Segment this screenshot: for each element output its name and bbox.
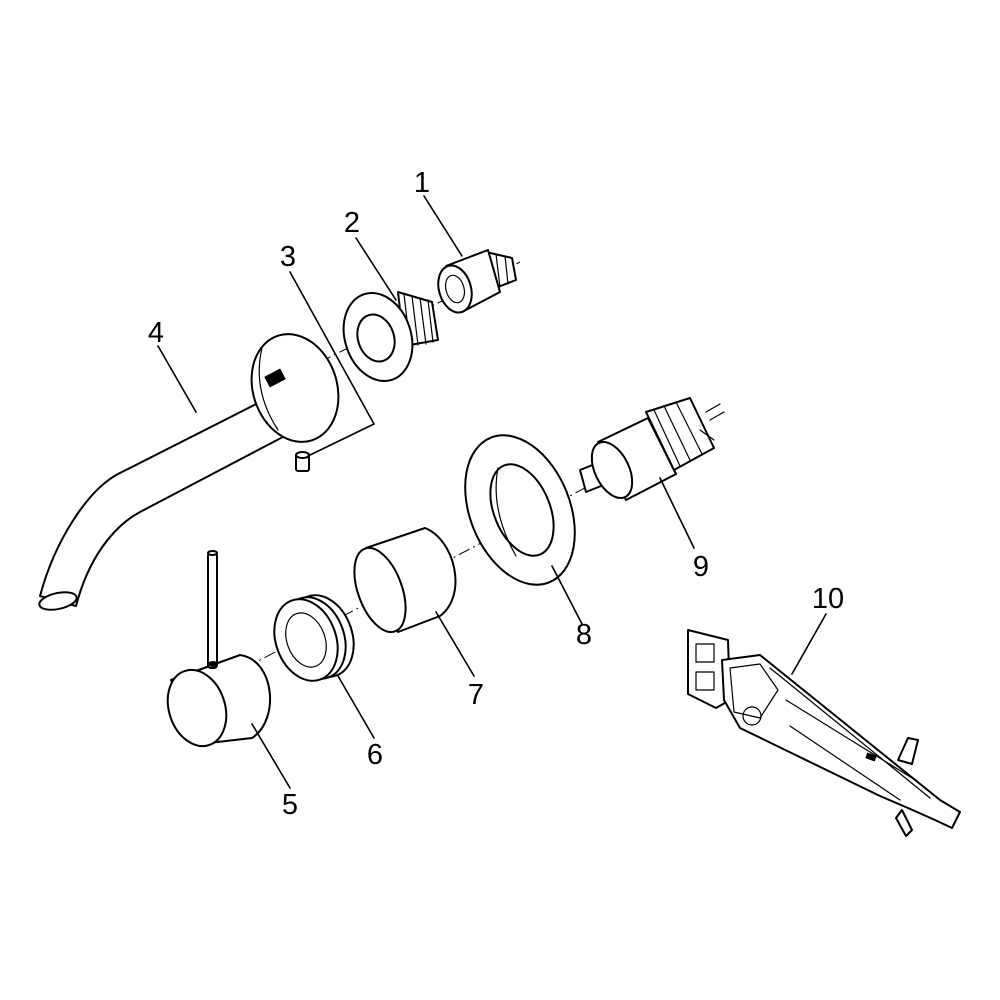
- callout-10: 10: [812, 583, 844, 615]
- callout-5: 5: [282, 789, 298, 821]
- cartridge-rear-housing: [645, 397, 715, 471]
- handle-lever-pin: [207, 552, 218, 669]
- spout-grub-screw-slot: [264, 368, 286, 388]
- connector-bore: [444, 274, 466, 304]
- tool-round-hole: [742, 706, 762, 726]
- cartridge-rib-3: [675, 401, 703, 455]
- ring-front-face: [273, 598, 339, 682]
- part-10-installation-tool: [687, 629, 961, 837]
- callout-8: 8: [576, 619, 592, 651]
- thread-line-3: [419, 297, 427, 345]
- part-8-rosette-ring: [464, 434, 576, 586]
- ring-bore: [285, 612, 327, 668]
- connector-thread-line-2: [504, 255, 509, 285]
- tool-end-bracket: [687, 629, 731, 709]
- tool-bracket-window-upper: [695, 643, 715, 663]
- leader-9: [659, 477, 695, 549]
- sleeve-open-face: [353, 546, 407, 634]
- rosette-edge-shade: [258, 347, 279, 431]
- part-2-threaded-adapter: [342, 291, 439, 382]
- spout-outlet: [38, 591, 78, 611]
- tool-arm: [721, 654, 961, 829]
- part-1-connector-nipple: [437, 249, 517, 314]
- tool-slot-line-lower: [789, 725, 901, 801]
- part-3-grub-screw: [295, 451, 310, 472]
- cartridge-rib-1: [653, 409, 681, 467]
- leader-2: [355, 237, 397, 301]
- rosette-ring-inner: [489, 463, 555, 557]
- cartridge-rib-2: [663, 405, 691, 461]
- callout-2: 2: [344, 207, 360, 239]
- part-6-threaded-ring: [273, 594, 355, 682]
- spout-wall-rosette: [250, 333, 340, 443]
- leader-3: [289, 271, 376, 457]
- callout-9: 9: [693, 551, 709, 583]
- leader-7: [435, 611, 475, 677]
- callout-4: 4: [148, 317, 164, 349]
- thread-line-2: [411, 295, 419, 346]
- grub-screw-top: [295, 451, 310, 459]
- tool-marking: [865, 752, 877, 762]
- tool-hook-upper: [897, 737, 919, 765]
- leader-4: [157, 345, 197, 413]
- thread-line-4: [427, 299, 434, 343]
- tool-slot-line-middle: [785, 699, 913, 779]
- lever-pin-socket: [208, 661, 218, 667]
- adapter-flange-bore: [356, 313, 396, 363]
- callout-7: 7: [468, 679, 484, 711]
- rosette-ring-shade: [495, 467, 517, 557]
- part-7-sleeve: [353, 527, 457, 634]
- leader-10: [791, 613, 827, 675]
- handle-end-cap: [166, 668, 228, 748]
- tool-bracket-window-lower: [695, 671, 715, 691]
- part-4-spout: [38, 333, 340, 611]
- lever-pin-top: [207, 550, 218, 556]
- connector-bore-face: [437, 264, 473, 314]
- leader-1: [423, 195, 463, 257]
- callout-1: 1: [414, 167, 430, 199]
- tool-hook-lower: [895, 809, 913, 837]
- callout-6: 6: [367, 739, 383, 771]
- tool-hex-cutout: [729, 663, 779, 719]
- leader-6: [337, 675, 375, 739]
- tool-slot-line-upper: [769, 667, 931, 799]
- callout-3: 3: [280, 241, 296, 273]
- part-5-lever-handle: [166, 550, 272, 748]
- spout-tube: [39, 391, 301, 607]
- cartridge-pins: [699, 403, 725, 441]
- leader-5: [251, 723, 291, 789]
- part-9-cartridge: [579, 397, 725, 501]
- leader-8: [551, 565, 583, 625]
- connector-thread-line-1: [495, 253, 501, 288]
- cartridge-front-face: [590, 441, 634, 499]
